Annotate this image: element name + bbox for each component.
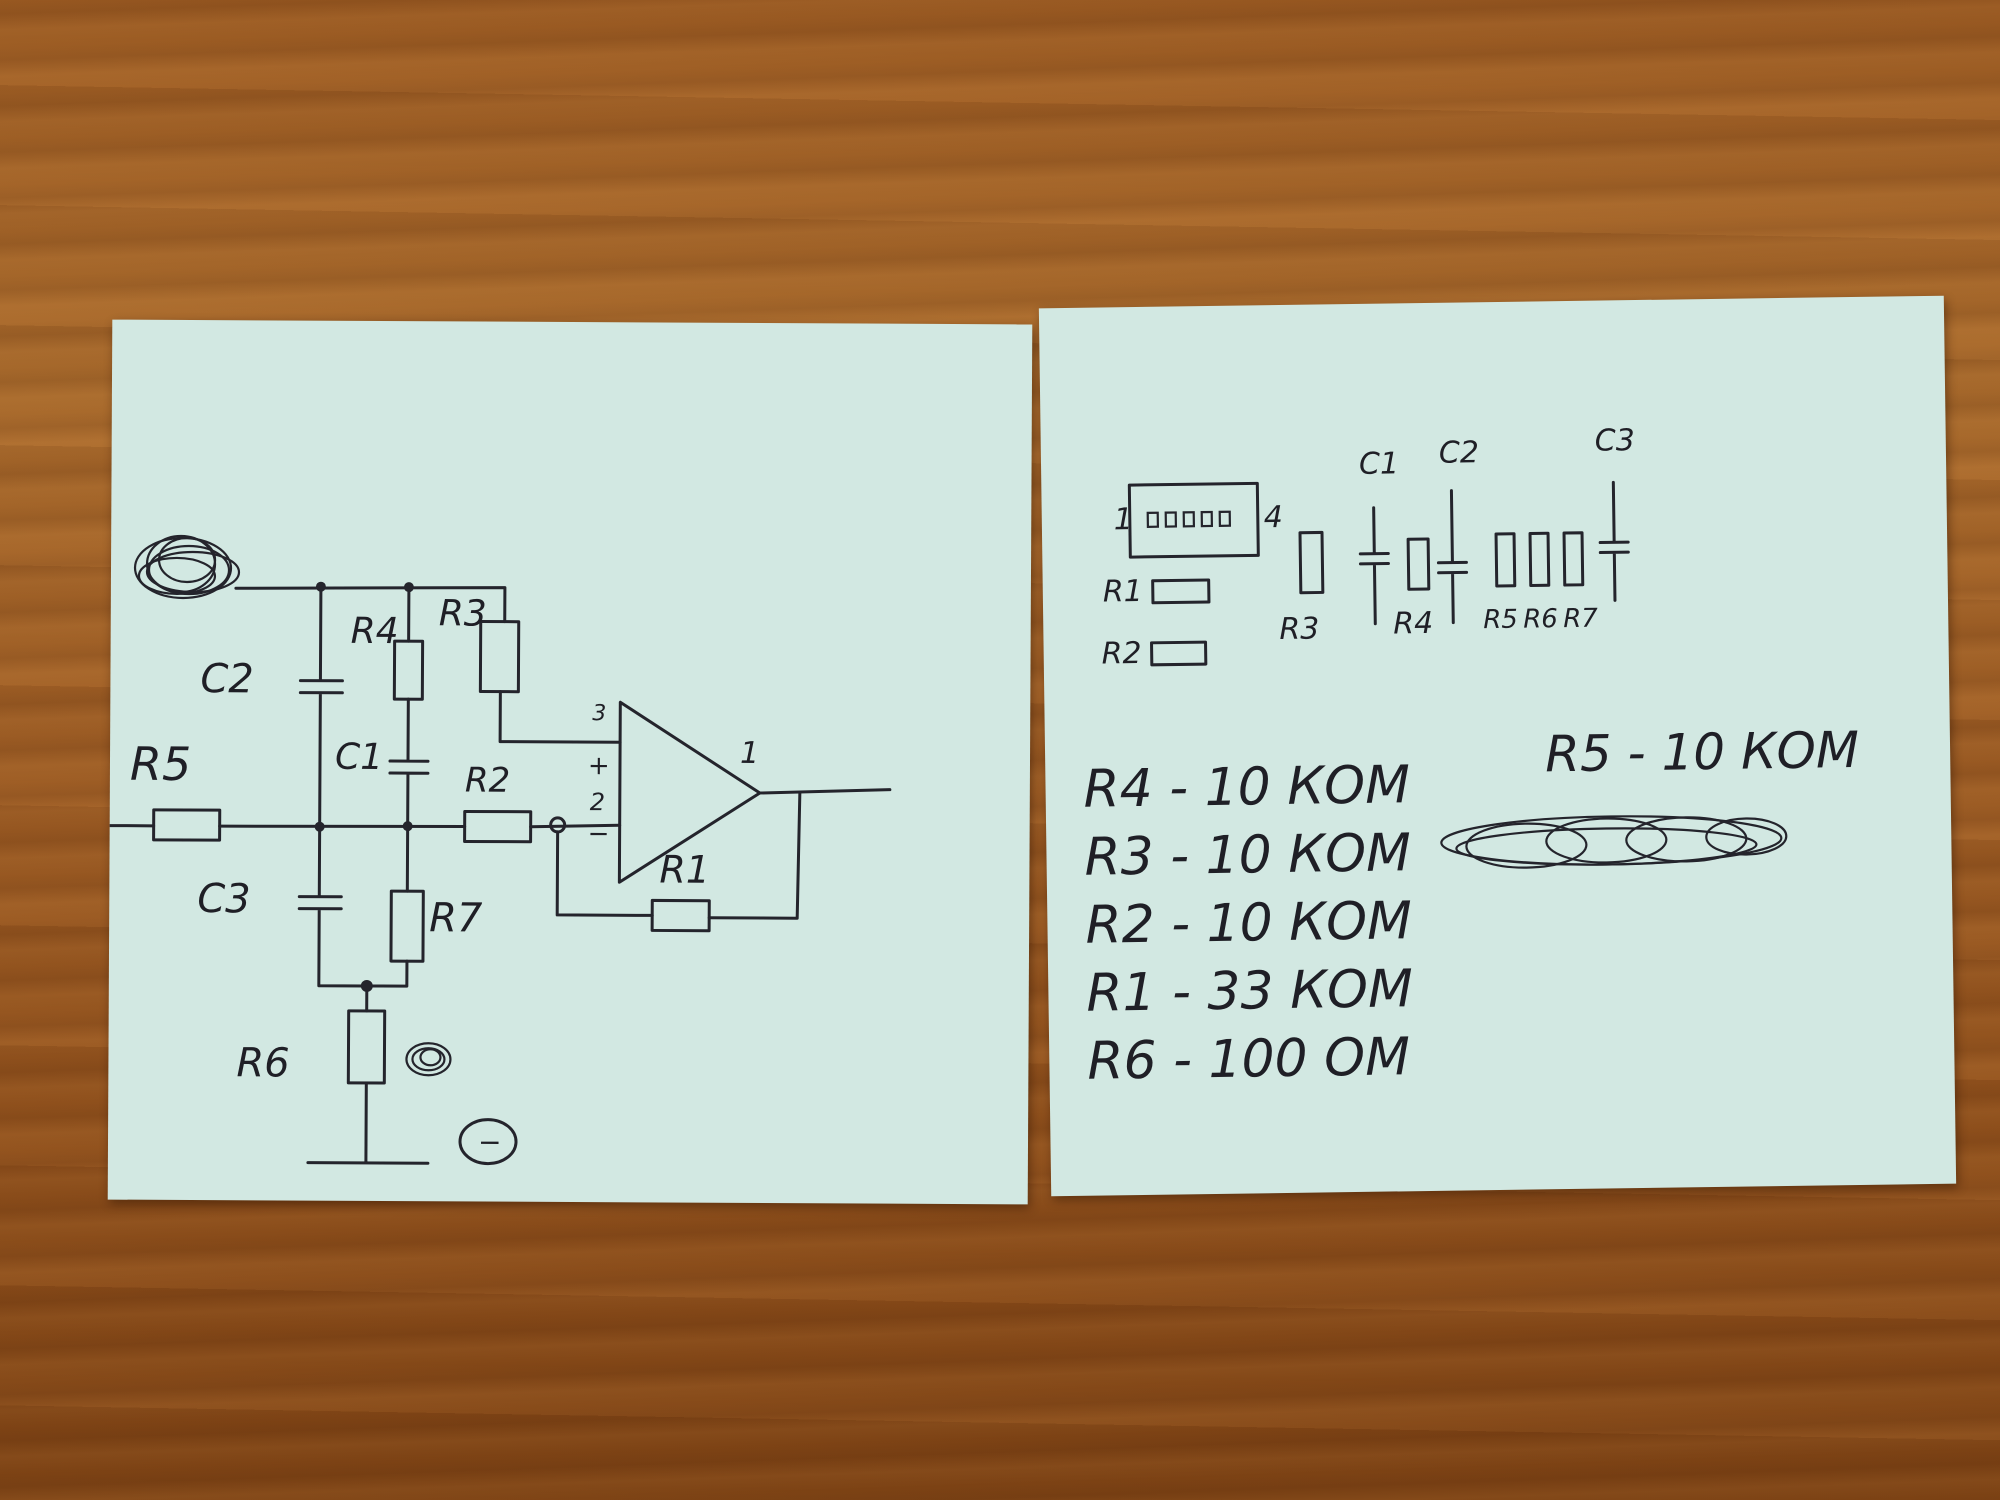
r5-resistor bbox=[152, 808, 222, 842]
value-line: R6 - 100 ОМ bbox=[1086, 1027, 1411, 1092]
minus-circle-icon bbox=[458, 1118, 518, 1166]
r2-resistor bbox=[463, 809, 533, 844]
value-line: R4 - 10 КОМ bbox=[1083, 755, 1411, 820]
opamp-pin3: 3 bbox=[592, 701, 606, 726]
ic-pin1-label: 1 bbox=[1114, 502, 1134, 537]
ic-pin4-label: 4 bbox=[1264, 500, 1284, 535]
sketch-label-r7: R7 bbox=[1563, 604, 1598, 634]
label-r4: R4 bbox=[351, 611, 399, 652]
opamp-pin1: 1 bbox=[740, 736, 759, 771]
label-c3: C3 bbox=[197, 876, 251, 922]
r6-resistor bbox=[346, 1009, 387, 1085]
value-line: R5 - 10 КОМ bbox=[1544, 720, 1860, 784]
scribble-mark-right bbox=[1440, 815, 1788, 869]
sketch-label-r4: R4 bbox=[1393, 606, 1433, 642]
r7-resistor bbox=[389, 889, 425, 963]
label-c1: C1 bbox=[335, 737, 383, 778]
label-r7: R7 bbox=[429, 895, 483, 941]
schematic-note: − R5 C2 R4 R3 C1 R2 C3 R7 R6 R1 3 + 2 − … bbox=[107, 319, 1033, 1205]
sketch-r6 bbox=[1528, 531, 1551, 588]
values-note: 1 4 R1 R2 R3 C1 R4 C2 R5 R6 R bbox=[1038, 295, 1957, 1197]
sketch-label-r1: R1 bbox=[1103, 574, 1143, 610]
label-r6: R6 bbox=[236, 1040, 289, 1086]
circuit-schematic: − R5 C2 R4 R3 C1 R2 C3 R7 R6 R1 3 + 2 − … bbox=[108, 534, 892, 1166]
opamp-minus: − bbox=[588, 819, 610, 849]
sketch-r1 bbox=[1151, 578, 1211, 605]
ic-chip-outline bbox=[1127, 481, 1260, 559]
opamp-plus: + bbox=[588, 751, 610, 781]
opamp-pin2: 2 bbox=[590, 788, 605, 816]
sketch-label-c2: C2 bbox=[1439, 435, 1480, 471]
sketch-r5 bbox=[1494, 532, 1517, 588]
component-values-right: R5 - 10 КОМ bbox=[1545, 716, 1926, 787]
scribble-mark bbox=[133, 534, 241, 600]
label-r1: R1 bbox=[659, 847, 710, 891]
label-r2: R2 bbox=[465, 760, 510, 800]
label-r5: R5 bbox=[130, 737, 192, 791]
sketch-r7 bbox=[1562, 531, 1585, 587]
value-line: R2 - 10 КОМ bbox=[1085, 891, 1413, 956]
sketch-label-r6: R6 bbox=[1523, 604, 1558, 634]
r1-resistor bbox=[650, 898, 711, 933]
sketch-r3 bbox=[1298, 530, 1325, 595]
sketch-r4 bbox=[1406, 537, 1431, 591]
sketch-label-r5: R5 bbox=[1483, 605, 1518, 635]
sketch-label-r2: R2 bbox=[1101, 636, 1141, 672]
label-c2: C2 bbox=[200, 656, 254, 702]
sketch-r2 bbox=[1150, 640, 1208, 667]
sketch-label-c1: C1 bbox=[1359, 446, 1400, 482]
ink-blot bbox=[405, 1042, 452, 1077]
opamp-symbol bbox=[617, 700, 762, 884]
r4-resistor bbox=[392, 639, 425, 701]
value-line: R3 - 10 КОМ bbox=[1084, 823, 1412, 888]
ground-minus-label: − bbox=[478, 1126, 502, 1159]
layout-sketch: 1 4 R1 R2 R3 C1 R4 C2 R5 R6 R bbox=[1101, 423, 1788, 869]
component-values-list: R4 - 10 КОМ R3 - 10 КОМ R2 - 10 КОМ R1 -… bbox=[1083, 750, 1508, 1096]
sketch-label-r3: R3 bbox=[1279, 611, 1319, 647]
sketch-label-c3: C3 bbox=[1595, 423, 1636, 459]
label-r3: R3 bbox=[439, 593, 487, 634]
value-line: R1 - 33 КОМ bbox=[1086, 959, 1414, 1024]
